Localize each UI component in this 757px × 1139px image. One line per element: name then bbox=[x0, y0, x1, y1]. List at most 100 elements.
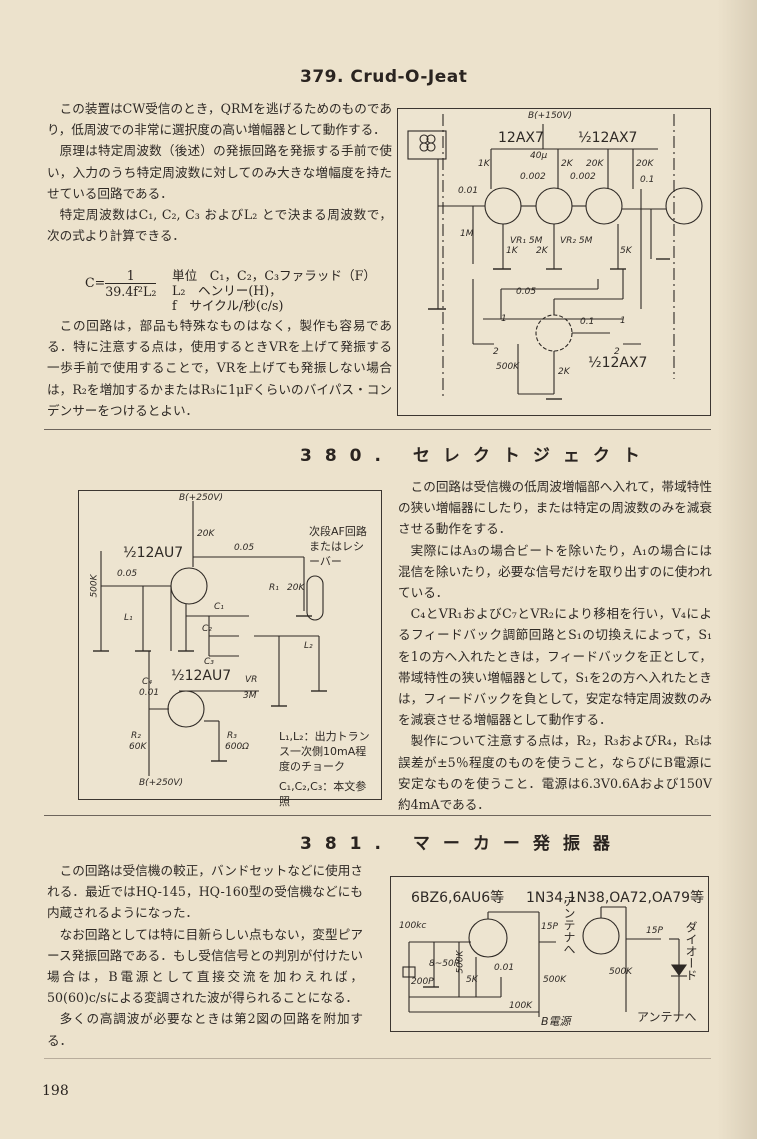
schematic-381-wiring bbox=[402, 906, 688, 1017]
label-r-1m: 1M bbox=[460, 229, 474, 239]
paragraph: この回路は，部品も特殊なものはなく，製作も容易である．特に注意する点は，使用する… bbox=[47, 318, 392, 418]
label-supply: B(+150V) bbox=[528, 111, 573, 121]
label-tube-half-12ax7: ½12AX7 bbox=[588, 355, 648, 371]
label-r-5k: 5K bbox=[466, 975, 478, 985]
section-379-text-after: この回路は，部品も特殊なものはなく，製作も容易である．特に注意する点は，使用する… bbox=[47, 315, 392, 421]
section-380-text: この回路は受信機の低周波増幅部へ入れて，帯域特性の狭い増幅器にしたり，または特定… bbox=[398, 476, 712, 815]
section-divider bbox=[44, 815, 711, 816]
formula-numerator: 1 bbox=[105, 268, 157, 284]
label-c-005: 0.05 bbox=[516, 287, 537, 297]
label-c-001: 0.01 bbox=[458, 186, 479, 196]
label-supply-top: B(+250V) bbox=[179, 493, 224, 503]
section-380-title: 380. セレクトジェクト bbox=[300, 446, 653, 466]
label-r-5k: 5K bbox=[620, 246, 632, 256]
label-tube-top: ½12AU7 bbox=[123, 545, 184, 561]
label-r3: R₃ bbox=[227, 731, 237, 741]
label-r-500k: 500K bbox=[543, 975, 567, 985]
page-edge-shadow bbox=[717, 0, 757, 1139]
paragraph: この回路は受信機の低周波増幅部へ入れて，帯域特性の狭い増幅器にしたり，または特定… bbox=[398, 479, 712, 537]
label-switch-pos-1: 1 bbox=[501, 314, 507, 324]
label-antenna: アンテナへ bbox=[637, 1010, 697, 1024]
section-381-text: この回路は受信機の較正，バンドセットなどに使用される．最近ではHQ-145，HQ… bbox=[47, 860, 363, 1051]
label-r-20k: 20K bbox=[586, 159, 604, 169]
label-crystal: 100kc bbox=[399, 921, 427, 931]
label-r-100k: 100K bbox=[509, 1001, 533, 1011]
label-r-1k: 1K bbox=[478, 159, 490, 169]
label-r-2k: 2K bbox=[558, 367, 570, 377]
section-381-title: 381. マーカー発振器 bbox=[300, 834, 623, 854]
label-r3-value: 600Ω bbox=[225, 742, 250, 752]
schematic-379-wiring bbox=[407, 114, 703, 400]
label-c-40u: 40μ bbox=[530, 151, 548, 161]
footer-divider bbox=[44, 1058, 711, 1059]
label-r-500k: 500K bbox=[496, 362, 520, 372]
paragraph: 多くの高調波が必要なときは第2図の回路を附加する． bbox=[47, 1011, 363, 1048]
schematic-381: 6BZ6,6AU6等 1N34,1N38,OA72,OA79等 100kc 15… bbox=[390, 876, 709, 1032]
paragraph: この回路は受信機の較正，バンドセットなどに使用される．最近ではHQ-145，HQ… bbox=[47, 863, 363, 921]
label-diode: ダイオード bbox=[684, 921, 698, 981]
unit-line: 単位 C₁，C₂，C₃ファラッド（F） bbox=[172, 268, 376, 283]
formula-lhs: C= bbox=[85, 275, 106, 290]
label-c1: C₁ bbox=[214, 602, 224, 612]
label-r1: R₁ bbox=[269, 583, 279, 593]
section-379-text: この装置はCW受信のとき，QRMを逃げるためのものであり，低周波での非常に選択度… bbox=[47, 98, 392, 246]
label-diode-types: 1N34,1N38,OA72,OA79等 bbox=[526, 890, 705, 906]
paragraph: 製作について注意する点は，R₂，R₃およびR₄，R₅は誤差が±5％程度のものを使… bbox=[398, 733, 712, 813]
label-vr: VR bbox=[245, 675, 258, 685]
label-switch-pos-1: 1 bbox=[620, 316, 626, 326]
label-next-stage: 次段AF回路またはレシーバー bbox=[309, 525, 367, 568]
paragraph: 実際にはA₃の場合ビートを除いたり，A₁の場合には混信を除いたり，必要な信号だけ… bbox=[398, 542, 712, 601]
label-r2-value: 60K bbox=[129, 742, 147, 752]
label-r-500k: 500K bbox=[609, 967, 633, 977]
page-number: 198 bbox=[42, 1083, 69, 1099]
label-r-2k: 2K bbox=[561, 159, 573, 169]
label-l2: L₂ bbox=[304, 641, 313, 651]
label-r-20k: 20K bbox=[636, 159, 654, 169]
label-r-2k: 2K bbox=[536, 246, 548, 256]
label-b-supply: B電源 bbox=[541, 1015, 571, 1028]
label-c-0002: 0.002 bbox=[570, 172, 596, 182]
label-c-01: 0.1 bbox=[580, 317, 595, 327]
label-r1-value: 20K bbox=[287, 583, 305, 593]
label-r2: R₂ bbox=[131, 731, 141, 741]
label-c-15p: 15P bbox=[646, 926, 663, 936]
label-l1: L₁ bbox=[124, 613, 133, 623]
label-tube-half-12ax7: ½12AX7 bbox=[578, 130, 638, 146]
label-tube-types: 6BZ6,6AU6等 bbox=[411, 890, 505, 906]
paragraph: 特定周波数はC₁, C₂, C₃ およびL₂ とで決まる周波数で，次の式より計算… bbox=[47, 207, 392, 244]
label-c-01: 0.1 bbox=[640, 175, 655, 185]
label-r-20k: 20K bbox=[197, 529, 215, 539]
section-divider bbox=[44, 429, 711, 430]
schematic-380-wiring bbox=[93, 501, 327, 776]
label-switch-pos-2: 2 bbox=[614, 347, 620, 357]
label-c-trimmer: 8~50P bbox=[429, 959, 460, 969]
label-vr2: VR₂ 5M bbox=[560, 236, 593, 246]
label-c-200p: 200P bbox=[411, 977, 434, 987]
label-vr-value: 3M bbox=[243, 691, 257, 701]
schematic-379: B(+150V) 12AX7 ½12AX7 40μ 1K 2K 20K 20K … bbox=[397, 108, 711, 416]
label-tube-bottom: ½12AU7 bbox=[171, 668, 232, 684]
label-switch-pos-2: 2 bbox=[493, 347, 499, 357]
label-supply-bottom: B(+250V) bbox=[139, 778, 184, 788]
schematic-380: B(+250V) 20K ½12AU7 0.05 次段AF回路またはレシーバー … bbox=[78, 490, 382, 808]
label-tube-12ax7: 12AX7 bbox=[498, 130, 544, 146]
label-c-001: 0.01 bbox=[494, 963, 515, 973]
paragraph: なお回路としては特に目新らしい点もない，変型ピアース発振回路である．もし受信信号… bbox=[47, 926, 363, 1006]
label-c4-value: 0.01 bbox=[139, 688, 160, 698]
label-antenna: アンテナへ bbox=[562, 895, 576, 955]
label-c-15p: 15P bbox=[541, 922, 558, 932]
label-r-500k: 500K bbox=[455, 950, 466, 974]
paragraph: この装置はCW受信のとき，QRMを逃げるためのものであり，低周波での非常に選択度… bbox=[47, 101, 392, 138]
label-r-500k: 500K bbox=[89, 574, 100, 598]
unit-line: L₂ ヘンリー(H)， bbox=[172, 283, 282, 298]
label-c-005: 0.05 bbox=[234, 543, 255, 553]
section-379-title: 379. Crud-O-Jeat bbox=[300, 67, 468, 87]
label-c3: C₃ bbox=[204, 657, 214, 667]
formula-units: 単位 C₁，C₂，C₃ファラッド（F） L₂ ヘンリー(H)， f サイクル/秒… bbox=[172, 268, 376, 313]
label-c2: C₂ bbox=[202, 624, 212, 634]
label-note-capacitors: C₁,C₂,C₃：本文参照 bbox=[279, 780, 367, 808]
label-c-005: 0.05 bbox=[117, 569, 138, 579]
formula-denominator: 39.4f²L₂ bbox=[105, 284, 157, 299]
